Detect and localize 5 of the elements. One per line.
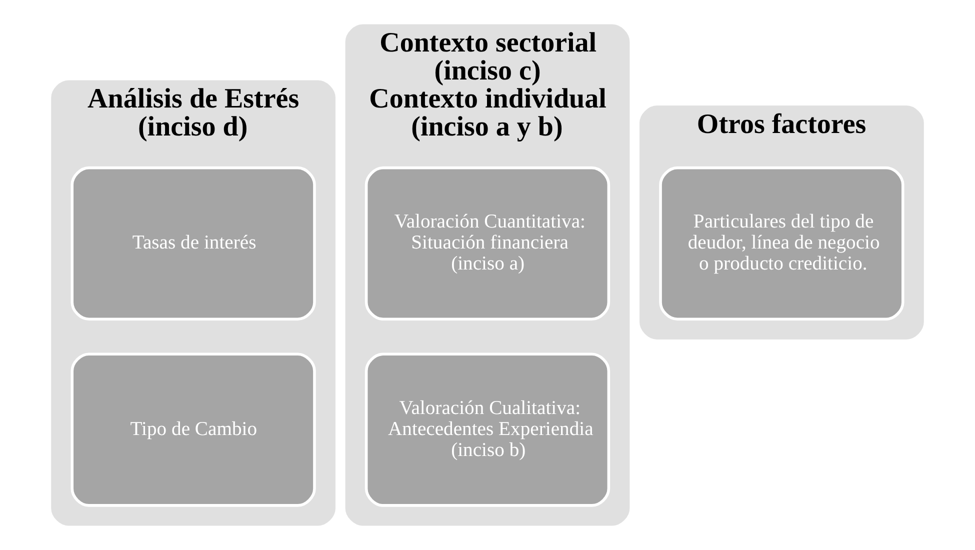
node-box: Tasas de interés (70, 166, 316, 321)
node-box: Valoración Cualitativa: Antecedentes Experiendia (inciso b) (364, 352, 610, 507)
node-box: Tipo de Cambio (70, 352, 316, 507)
node-box: Valoración Cuantitativa: Situación financiera (inciso a) (364, 166, 610, 321)
node-box: Particulares del tipo de deudor, línea de negocio o producto crediticio. (659, 166, 904, 321)
